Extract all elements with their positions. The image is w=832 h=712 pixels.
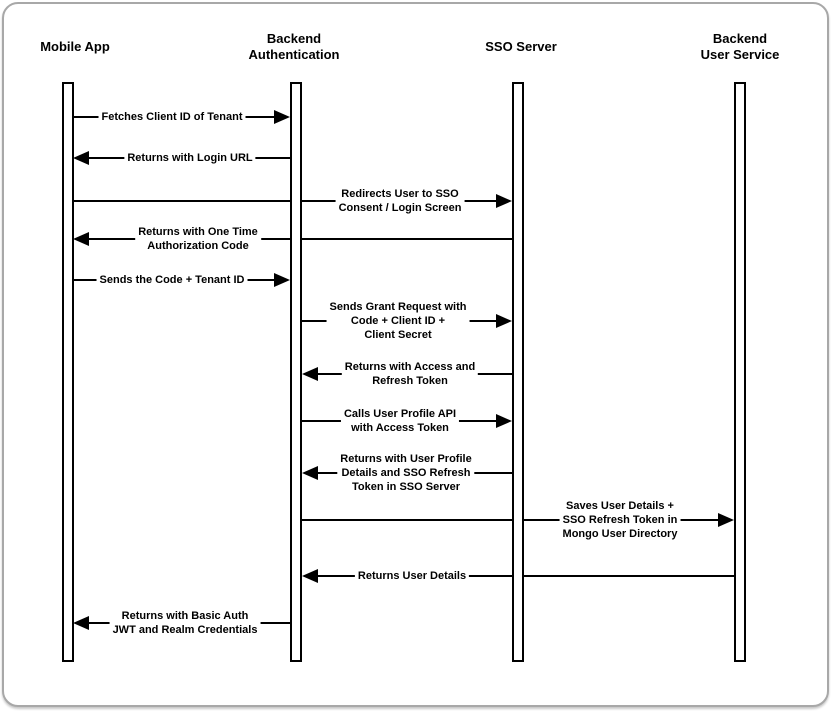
message-label: Returns with Login URL — [124, 151, 256, 165]
message-arrow — [302, 569, 734, 583]
lifeline-sso-server — [512, 82, 524, 662]
lifeline-backend-authentication — [290, 82, 302, 662]
arrowhead-right-icon — [274, 273, 290, 287]
message-label: Returns User Details — [354, 569, 470, 583]
actor-header-backend-authentication: Backend Authentication — [248, 31, 340, 62]
arrowhead-right-icon — [718, 513, 734, 527]
arrowhead-right-icon — [274, 110, 290, 124]
message-label: Returns with Access and Refresh Token — [341, 360, 479, 388]
actor-header-sso-server: SSO Server — [485, 39, 557, 54]
message-label: Returns with User Profile Details and SS… — [337, 452, 475, 494]
arrowhead-right-icon — [496, 314, 512, 328]
message-label: Redirects User to SSO Consent / Login Sc… — [335, 187, 465, 215]
lifeline-mobile-app — [62, 82, 74, 662]
message-label: Calls User Profile API with Access Token — [340, 407, 460, 435]
arrow-line — [73, 200, 496, 202]
message-label: Saves User Details + SSO Refresh Token i… — [559, 499, 681, 541]
arrow-line — [318, 575, 734, 577]
message-label: Returns with One Time Authorization Code — [135, 225, 261, 253]
arrowhead-left-icon — [302, 466, 318, 480]
message-label: Returns with Basic Auth JWT and Realm Cr… — [109, 609, 261, 637]
arrowhead-left-icon — [73, 232, 89, 246]
arrowhead-right-icon — [496, 194, 512, 208]
arrowhead-left-icon — [302, 367, 318, 381]
actor-header-backend-user-service: Backend User Service — [700, 31, 780, 62]
message-arrow — [73, 194, 512, 208]
message-label: Sends the Code + Tenant ID — [96, 273, 248, 287]
arrowhead-right-icon — [496, 414, 512, 428]
arrowhead-left-icon — [73, 616, 89, 630]
actor-header-mobile-app: Mobile App — [40, 39, 110, 54]
arrowhead-left-icon — [73, 151, 89, 165]
message-label: Fetches Client ID of Tenant — [98, 110, 246, 124]
message-label: Sends Grant Request with Code + Client I… — [326, 300, 470, 342]
arrowhead-left-icon — [302, 569, 318, 583]
message-arrow — [302, 513, 734, 527]
lifeline-backend-user-service — [734, 82, 746, 662]
arrow-line — [302, 519, 718, 521]
